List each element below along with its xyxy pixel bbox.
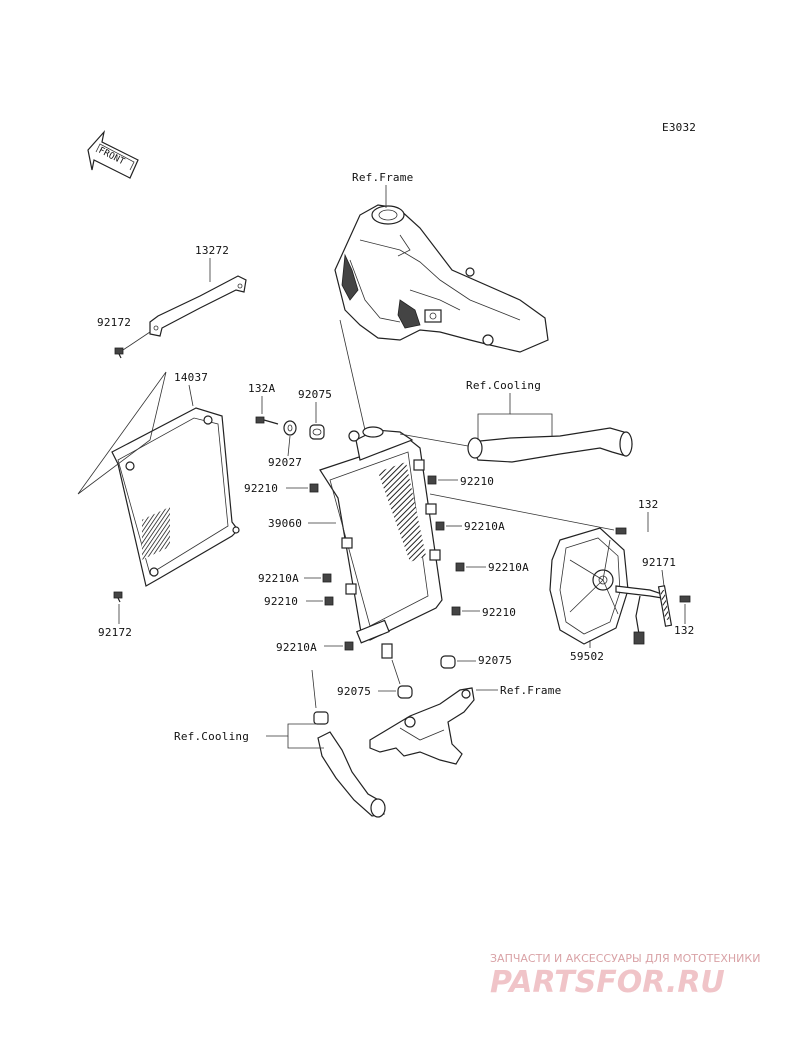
watermark: ЗАПЧАСТИ И АКСЕССУАРЫ ДЛЯ МОТОТЕХНИКИ PA… [490,952,760,1000]
bracket-13272 [149,275,247,337]
clip-92210A-left2 [344,641,354,651]
watermark-brand: PARTSFOR.RU [490,965,725,1000]
radiator-39060 [319,426,443,659]
grommet-92075-bottom [397,685,413,699]
lower-frame-bracket [369,687,475,765]
part-92210A-left1-label: 92210A [258,572,299,585]
part-39060-label: 39060 [268,517,302,530]
part-92171-label: 92171 [642,556,676,569]
part-92210A-right2-label: 92210A [488,561,529,574]
part-92210-left1-label: 92210 [244,482,278,495]
ref-frame-bottom-label: Ref.Frame [500,684,561,697]
part-92075-top-label: 92075 [298,388,332,401]
part-92075-bottom-label: 92075 [337,685,371,698]
lower-hose [313,711,386,818]
part-132A-label: 132A [248,382,275,395]
part-92210-left2-label: 92210 [264,595,298,608]
part-92172-top-label: 92172 [97,316,131,329]
part-92172-bottom-label: 92172 [98,626,132,639]
clip-92210-right2 [451,606,461,616]
clip-92210-left2 [324,596,334,606]
part-92210A-right1-label: 92210A [464,520,505,533]
part-92210-right1-label: 92210 [460,475,494,488]
collar-92027 [283,420,297,436]
watermark-subtitle: ЗАПЧАСТИ И АКСЕССУАРЫ ДЛЯ МОТОТЕХНИКИ [490,952,760,965]
part-132-top-label: 132 [638,498,658,511]
fan-bracket-92171 [657,585,673,627]
radiator-shroud-14037 [111,407,240,587]
clip-92210A-right1 [435,521,445,531]
clip-92210-right1 [427,475,437,485]
frame-assembly [334,204,549,353]
clip-92210A-right2 [455,562,465,572]
bolt-92172-bottom [113,591,123,603]
grommet-92075-top [309,424,325,440]
part-14037-label: 14037 [174,371,208,384]
part-59502-label: 59502 [570,650,604,663]
ref-frame-top-label: Ref.Frame [352,171,413,184]
part-13272-label: 13272 [195,244,229,257]
cooling-fan-59502 [549,527,663,645]
upper-hose [467,427,633,463]
grommet-92075-right [440,655,456,669]
part-132-bottom-label: 132 [674,624,694,637]
part-92210-right2-label: 92210 [482,606,516,619]
ref-cooling-top-label: Ref.Cooling [466,379,541,392]
part-92027-label: 92027 [268,456,302,469]
part-92210A-left2-label: 92210A [276,641,317,654]
front-arrow-icon: FRONT [87,129,139,179]
bolt-132-bottom [679,595,691,603]
bolt-92172-top [114,347,124,359]
ref-cooling-bottom-label: Ref.Cooling [174,730,249,743]
clip-92210A-left1 [322,573,332,583]
bolt-132-top [615,527,627,535]
bolt-132A [255,416,279,425]
diagram-code: E3032 [662,121,696,134]
part-92075-right-label: 92075 [478,654,512,667]
clip-92210-left1 [309,483,319,493]
